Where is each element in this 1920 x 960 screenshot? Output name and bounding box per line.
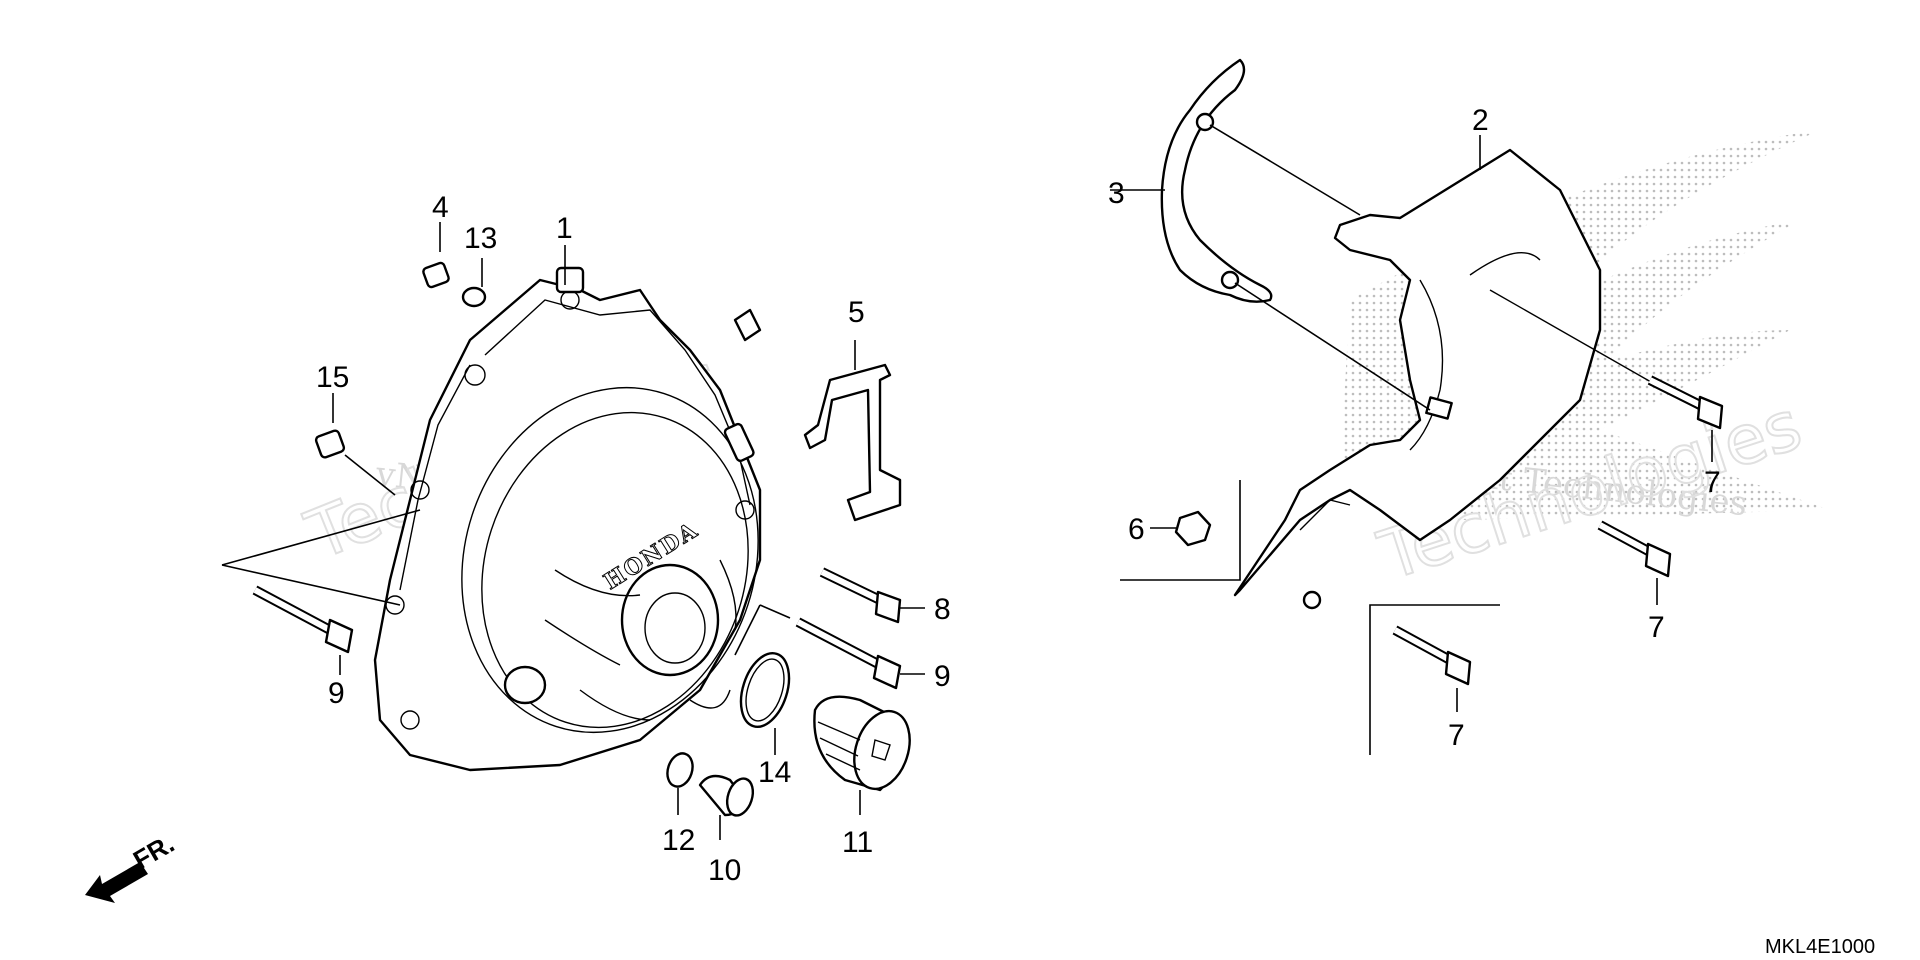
part-14-oring (739, 652, 791, 755)
part-5-bracket (803, 340, 902, 522)
label-part-2: 2 (1472, 104, 1489, 137)
center-boss (620, 563, 720, 677)
label-part-10: 10 (708, 854, 741, 887)
part-6-nut (1120, 480, 1241, 581)
label-part-3: 3 (1108, 177, 1125, 210)
label-part-7-lower: 7 (1448, 719, 1465, 752)
part-8-bolt (819, 567, 925, 624)
label-part-7-middle: 7 (1648, 611, 1665, 644)
left-cover-assembly: HONDA (373, 266, 762, 772)
part-15-collar (314, 393, 396, 496)
part-11-plug (813, 695, 911, 815)
part-12-washer (666, 752, 694, 815)
part-13-oring (461, 258, 487, 308)
part-7-bolt-lower (1369, 604, 1500, 755)
label-part-14: 14 (758, 756, 791, 789)
label-part-12: 12 (662, 824, 695, 857)
label-part-6: 6 (1128, 513, 1145, 546)
label-part-8: 8 (934, 593, 951, 626)
label-part-1: 1 (556, 212, 573, 245)
label-part-9-left: 9 (328, 677, 345, 710)
label-part-9-right: 9 (934, 660, 951, 693)
part-4-collar (422, 222, 450, 289)
part-10-plug-bolt (698, 774, 755, 840)
front-direction-arrow: FR. (85, 828, 179, 903)
label-part-5: 5 (848, 296, 865, 329)
label-part-15: 15 (316, 361, 349, 394)
part-9-bolt-right (734, 604, 925, 690)
label-part-11: 11 (842, 826, 873, 859)
part-2-cover (1209, 124, 1602, 610)
drawing-code: MKL4E1000 (1765, 936, 1875, 958)
part-3-plate (1110, 58, 1273, 303)
label-part-13: 13 (464, 222, 497, 255)
part-7-bolt-upper (1489, 289, 1724, 462)
label-part-7-upper: 7 (1704, 466, 1721, 499)
label-part-4: 4 (432, 191, 449, 224)
part-9-bolt-left (221, 509, 421, 675)
part-7-bolt-middle (1597, 520, 1672, 605)
